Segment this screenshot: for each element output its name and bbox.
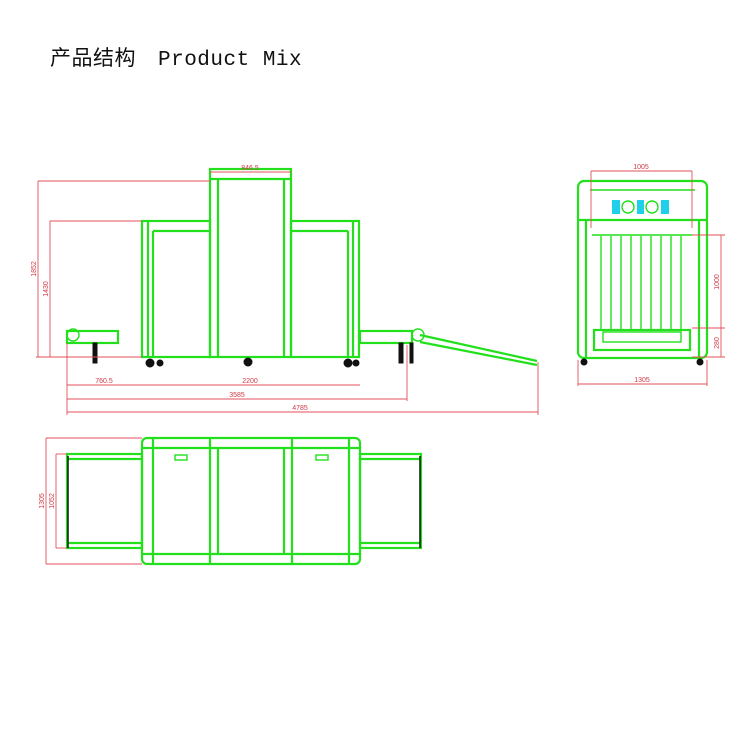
lead-curtain — [600, 236, 682, 330]
dim-conveyor-height: 280 — [714, 337, 721, 349]
top-view: 1305 1052 — [39, 436, 423, 566]
side-view: 846.5 1852 1430 760.5 2200 3585 4785 — [31, 165, 539, 415]
dim-tray-width: 1052 — [49, 493, 56, 509]
dim-tunnel-height: 1000 — [714, 274, 721, 290]
dim-length-with-conveyors: 3585 — [229, 392, 245, 399]
dim-top-width: 846.5 — [241, 165, 259, 172]
control-panel — [612, 200, 669, 214]
dim-body-length: 2200 — [242, 378, 258, 385]
dim-front-top-width: 1005 — [633, 164, 649, 171]
side-casters — [66, 328, 425, 368]
dim-front-total-width: 1305 — [634, 377, 650, 384]
dim-total-height: 1852 — [31, 261, 38, 277]
side-machine-outline — [65, 167, 538, 367]
front-view: 1005 1000 280 1305 — [576, 164, 725, 386]
title-en: Product Mix — [158, 49, 303, 72]
top-dimension-lines — [45, 437, 142, 565]
page-title: 产品结构 Product Mix — [50, 42, 302, 72]
dim-top-outer-width: 1305 — [39, 493, 46, 509]
front-dimension-lines — [577, 170, 725, 386]
dim-conveyor-length: 760.5 — [95, 378, 113, 385]
title-zh: 产品结构 — [50, 46, 136, 70]
dim-wing-height: 1430 — [43, 281, 50, 297]
side-dimension-lines — [36, 171, 539, 415]
dim-total-length: 4785 — [292, 405, 308, 412]
